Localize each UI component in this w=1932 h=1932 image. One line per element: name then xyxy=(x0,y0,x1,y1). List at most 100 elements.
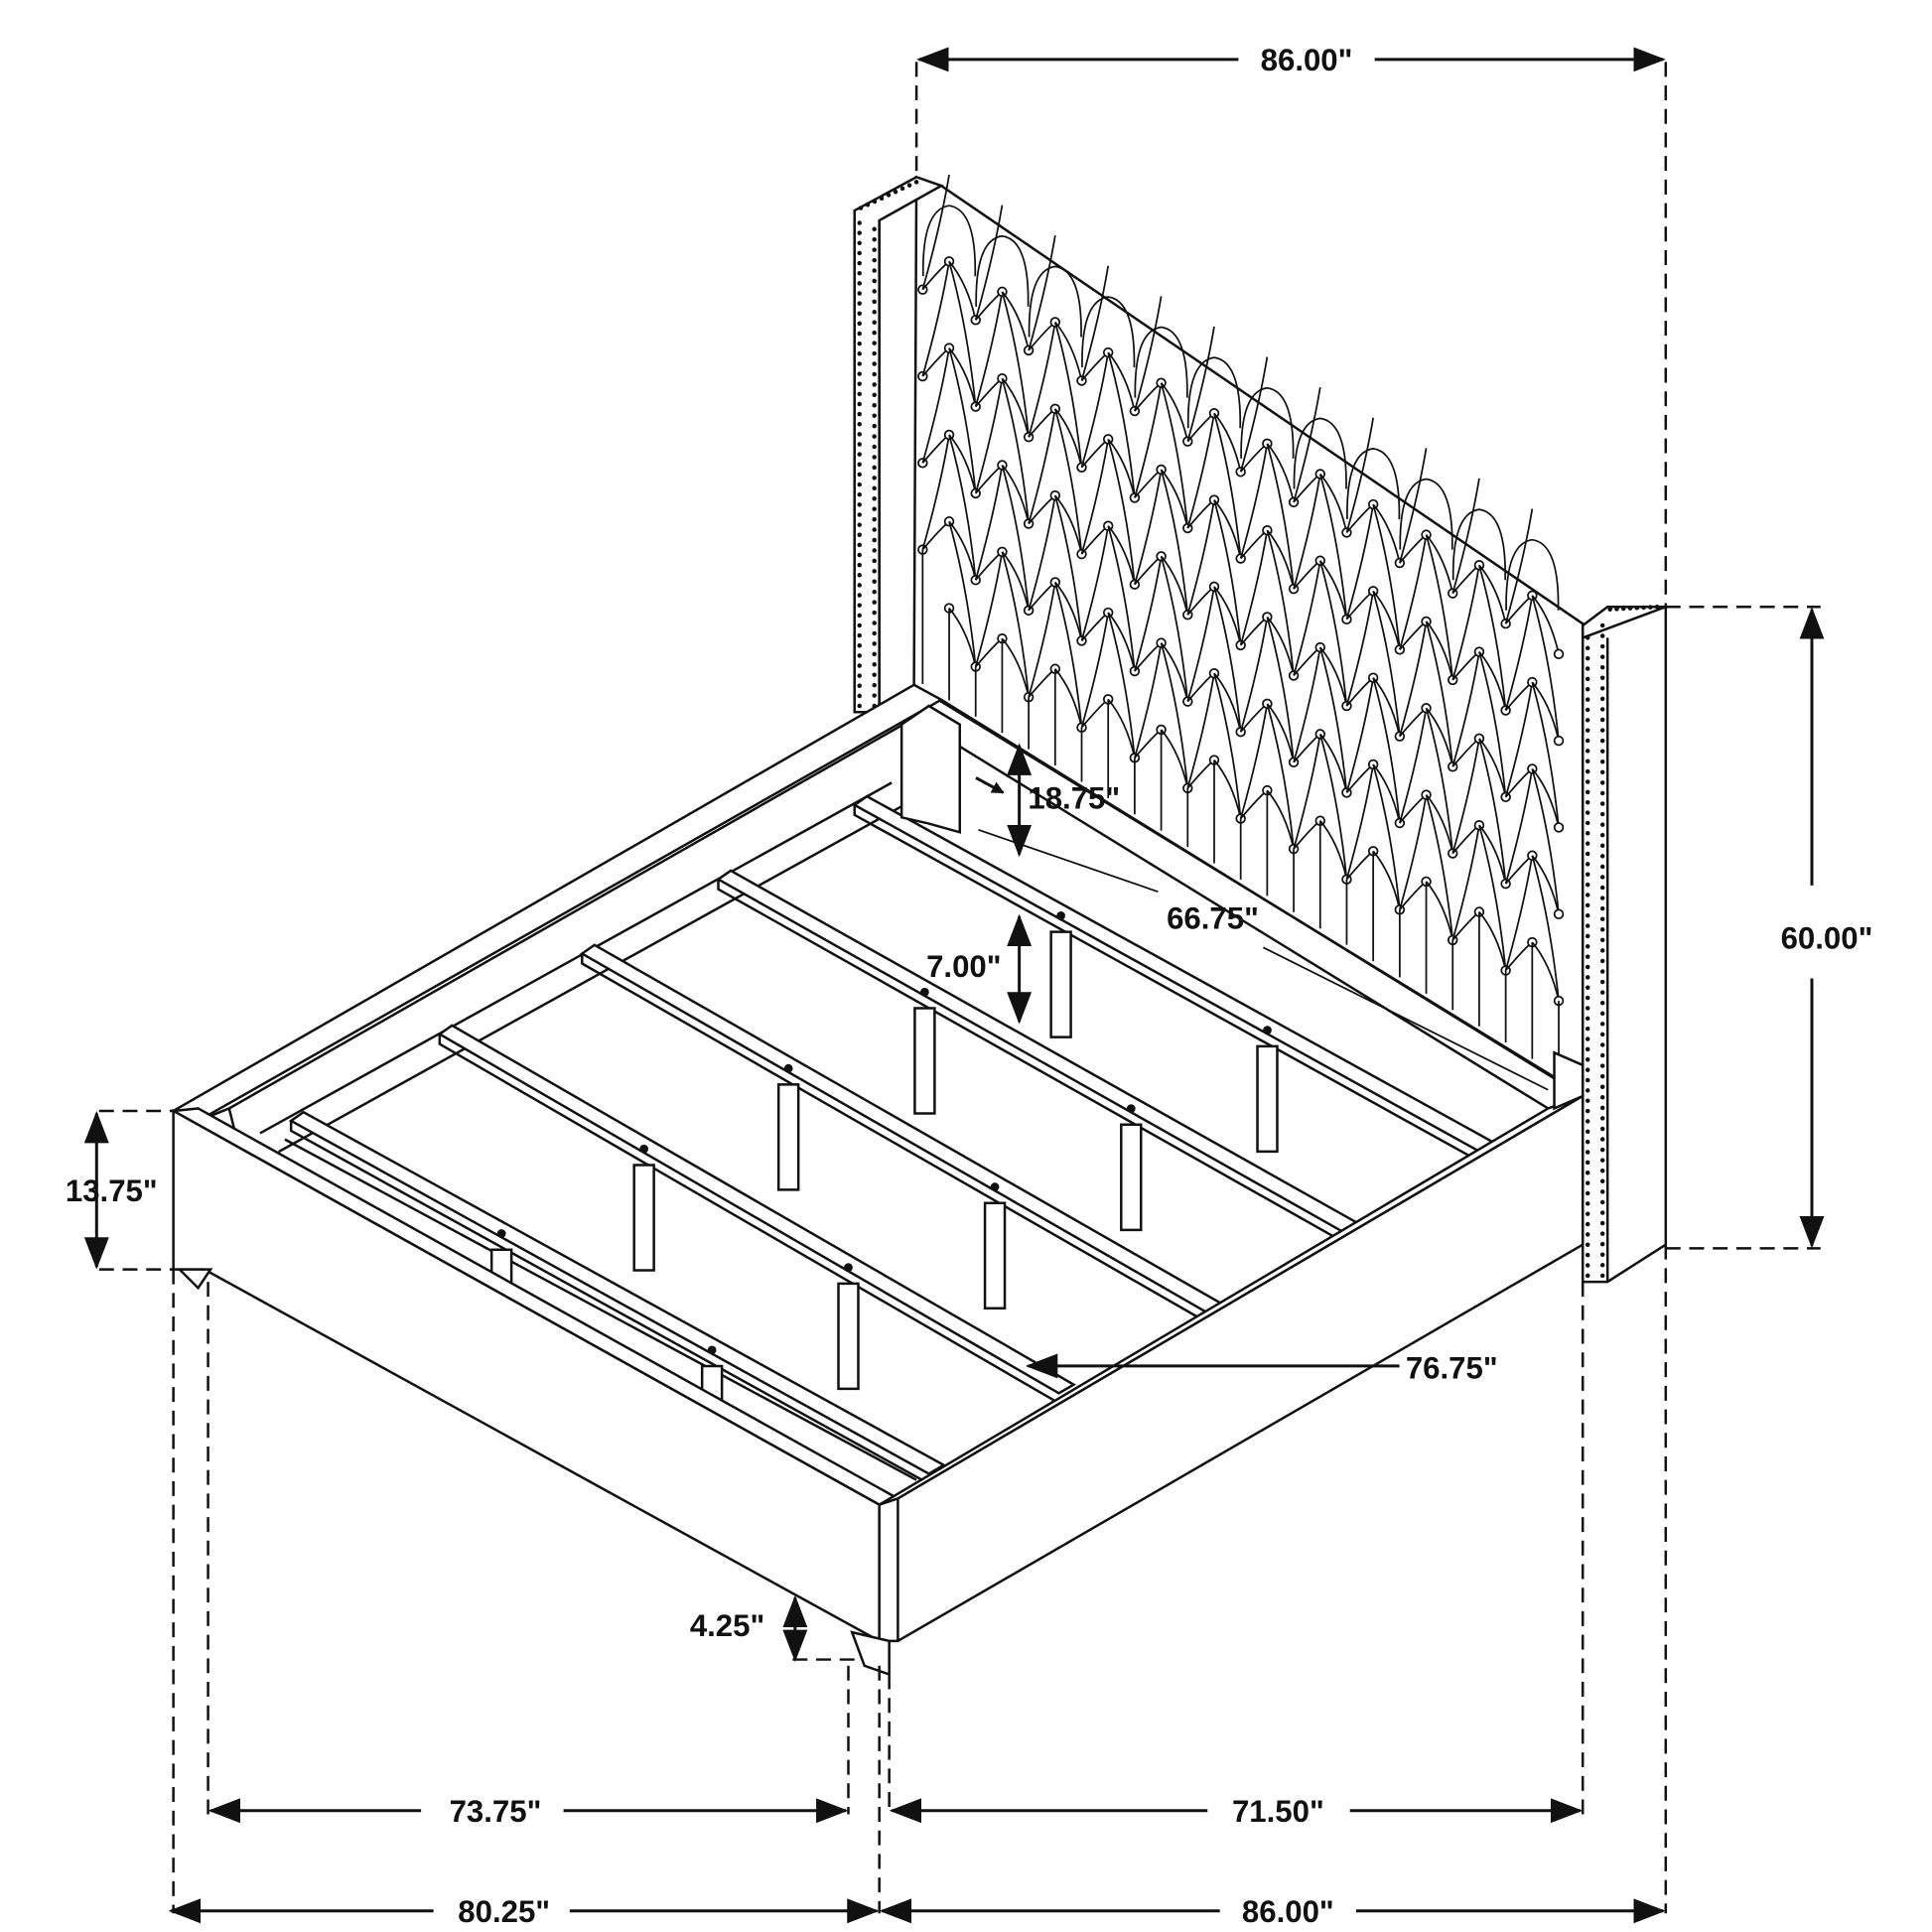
nailhead xyxy=(1585,1221,1590,1227)
tuft-seam xyxy=(1425,708,1454,854)
tuft-seam xyxy=(1318,560,1348,707)
nailhead xyxy=(1599,1220,1605,1226)
nailhead xyxy=(857,642,862,648)
nailhead xyxy=(872,476,877,481)
nailhead xyxy=(1599,832,1605,838)
tuft-seam xyxy=(1293,560,1321,676)
tuft-seam xyxy=(1028,582,1056,698)
nailhead xyxy=(1599,937,1605,943)
center-support-leg xyxy=(1120,1123,1143,1232)
tuft-seam xyxy=(948,434,977,581)
nailhead xyxy=(857,683,862,689)
nailhead xyxy=(872,589,877,595)
tuft-button xyxy=(1553,735,1565,747)
tuft-seam xyxy=(948,261,977,407)
nailhead xyxy=(1599,1241,1605,1247)
tuft-seam xyxy=(1107,612,1136,759)
nailhead xyxy=(1620,606,1626,612)
tuft-seam xyxy=(1001,377,1030,438)
nailhead xyxy=(857,593,862,598)
tuft-seam xyxy=(1001,637,1030,698)
nailhead xyxy=(857,522,862,527)
tuft-seam xyxy=(1001,551,1030,612)
nailhead xyxy=(872,423,877,429)
nailhead xyxy=(1585,1211,1590,1216)
nailhead xyxy=(1585,749,1590,754)
nailhead xyxy=(1599,979,1605,985)
nailhead xyxy=(1585,718,1590,723)
nailhead xyxy=(1599,759,1605,764)
tuft-seam xyxy=(921,347,950,464)
tuft-seam xyxy=(1001,291,1030,351)
nailhead xyxy=(1599,1052,1605,1058)
right-wing-nailheads xyxy=(1585,604,1660,1279)
nailhead xyxy=(872,548,877,553)
center-support-leg xyxy=(1049,930,1072,1038)
nailhead xyxy=(1585,1077,1590,1083)
nailhead xyxy=(1599,822,1605,827)
tuft-seam xyxy=(1107,612,1136,672)
tuft-seam xyxy=(1504,508,1534,624)
nailhead xyxy=(1585,697,1590,702)
tuft-seam xyxy=(1186,326,1215,442)
tuft-seam xyxy=(1319,560,1348,620)
nailhead xyxy=(872,289,877,294)
nailhead xyxy=(857,482,862,487)
back-rail-left xyxy=(170,683,944,1123)
nailhead xyxy=(872,672,877,677)
leg-front xyxy=(850,1630,891,1677)
nailhead xyxy=(857,391,862,397)
nailhead xyxy=(1585,728,1590,733)
slats xyxy=(288,794,1498,1485)
nailhead xyxy=(872,495,877,501)
nailhead xyxy=(1585,635,1590,640)
nailhead xyxy=(857,291,862,296)
nailhead xyxy=(1599,843,1605,849)
tuft-seam xyxy=(1345,417,1375,533)
center-support-leg xyxy=(776,1083,800,1191)
dimension-lines xyxy=(83,60,1820,1913)
nailhead xyxy=(1585,1263,1590,1268)
nailhead xyxy=(893,189,898,195)
nailhead xyxy=(1634,606,1639,611)
tuft-seam xyxy=(1028,322,1056,438)
nailhead xyxy=(872,693,877,698)
nailhead xyxy=(1599,1231,1605,1236)
tuft-seam xyxy=(1319,733,1348,793)
tuft-seam xyxy=(1345,677,1375,793)
slat-screw xyxy=(639,1144,649,1154)
nailhead xyxy=(857,653,862,658)
nailhead xyxy=(1585,964,1590,970)
nailhead xyxy=(857,512,862,517)
tuft-seam xyxy=(921,174,950,290)
nailhead xyxy=(1599,1116,1605,1121)
nailhead xyxy=(1585,841,1590,846)
nailhead xyxy=(872,600,877,605)
nailhead xyxy=(1599,1105,1605,1111)
nailhead xyxy=(1599,896,1605,900)
nailhead xyxy=(872,516,877,522)
nailhead xyxy=(1599,717,1605,723)
tuft-seam xyxy=(1266,703,1295,762)
tuft-seam xyxy=(1028,235,1056,351)
nailhead xyxy=(1599,686,1605,691)
tuft-arch xyxy=(1081,296,1136,368)
nailhead xyxy=(1585,1273,1590,1279)
nailhead xyxy=(1599,654,1605,659)
nailhead xyxy=(872,299,877,305)
tuft-seam xyxy=(1531,941,1560,1002)
tuft-seam xyxy=(1213,499,1242,645)
tuft-seam xyxy=(1504,855,1534,971)
nailhead xyxy=(857,240,862,246)
tuft-seam xyxy=(1372,763,1401,910)
nailhead xyxy=(872,485,877,491)
nailhead xyxy=(1585,789,1590,795)
tuft-seam xyxy=(1345,503,1375,620)
nailhead xyxy=(1585,1036,1590,1041)
tuft-seam xyxy=(1399,621,1428,737)
nailhead xyxy=(872,444,877,450)
nailhead xyxy=(1585,820,1590,826)
nailhead xyxy=(857,401,862,407)
tuft-seam xyxy=(948,434,977,494)
